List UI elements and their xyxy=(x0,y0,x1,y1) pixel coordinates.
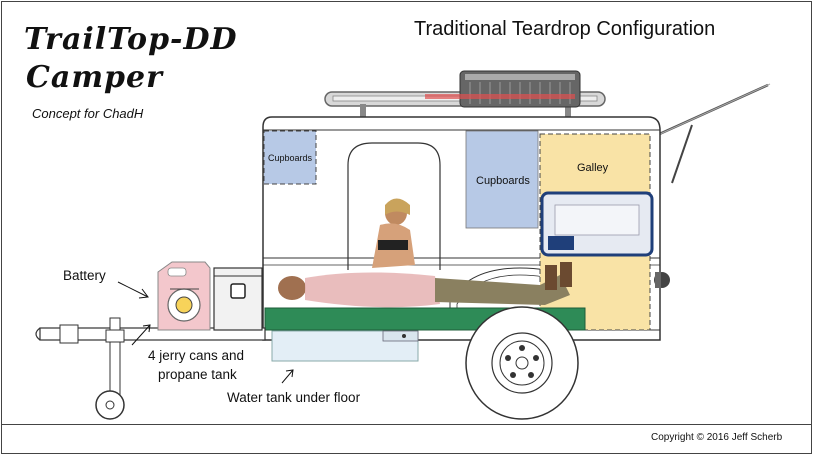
hatch-strut xyxy=(654,83,771,184)
trailer-frame xyxy=(35,317,266,420)
logo-line1: TrailTop-DD xyxy=(24,22,238,57)
label-arrows xyxy=(117,281,294,384)
jerry-can xyxy=(157,261,211,331)
wheel xyxy=(465,306,579,420)
person-lying xyxy=(278,262,572,308)
galley-label: Galley xyxy=(577,162,609,174)
jerry-cans-label-line1: 4 jerry cans and xyxy=(148,348,245,363)
cupboards-left-box xyxy=(263,130,317,185)
battery-box xyxy=(213,267,263,331)
cupboards-right-label: Cupboards xyxy=(476,175,530,187)
cupboards-right-box xyxy=(465,130,539,229)
person-sitting xyxy=(372,198,415,268)
copyright: Copyright © 2016 Jeff Scherb xyxy=(651,432,783,443)
cupboards-left-label: Cupboards xyxy=(268,153,313,163)
cooler xyxy=(540,191,654,257)
water-tank-label: Water tank under floor xyxy=(227,390,361,405)
jerry-cans-label-line2: propane tank xyxy=(158,367,237,382)
footer-divider xyxy=(1,424,812,425)
roof-rack xyxy=(324,70,606,118)
water-tank xyxy=(271,330,419,362)
battery-label: Battery xyxy=(63,268,106,283)
subtitle: Concept for ChadH xyxy=(32,106,144,121)
config-title: Traditional Teardrop Configuration xyxy=(414,18,716,40)
logo-line2: Camper xyxy=(26,60,163,95)
